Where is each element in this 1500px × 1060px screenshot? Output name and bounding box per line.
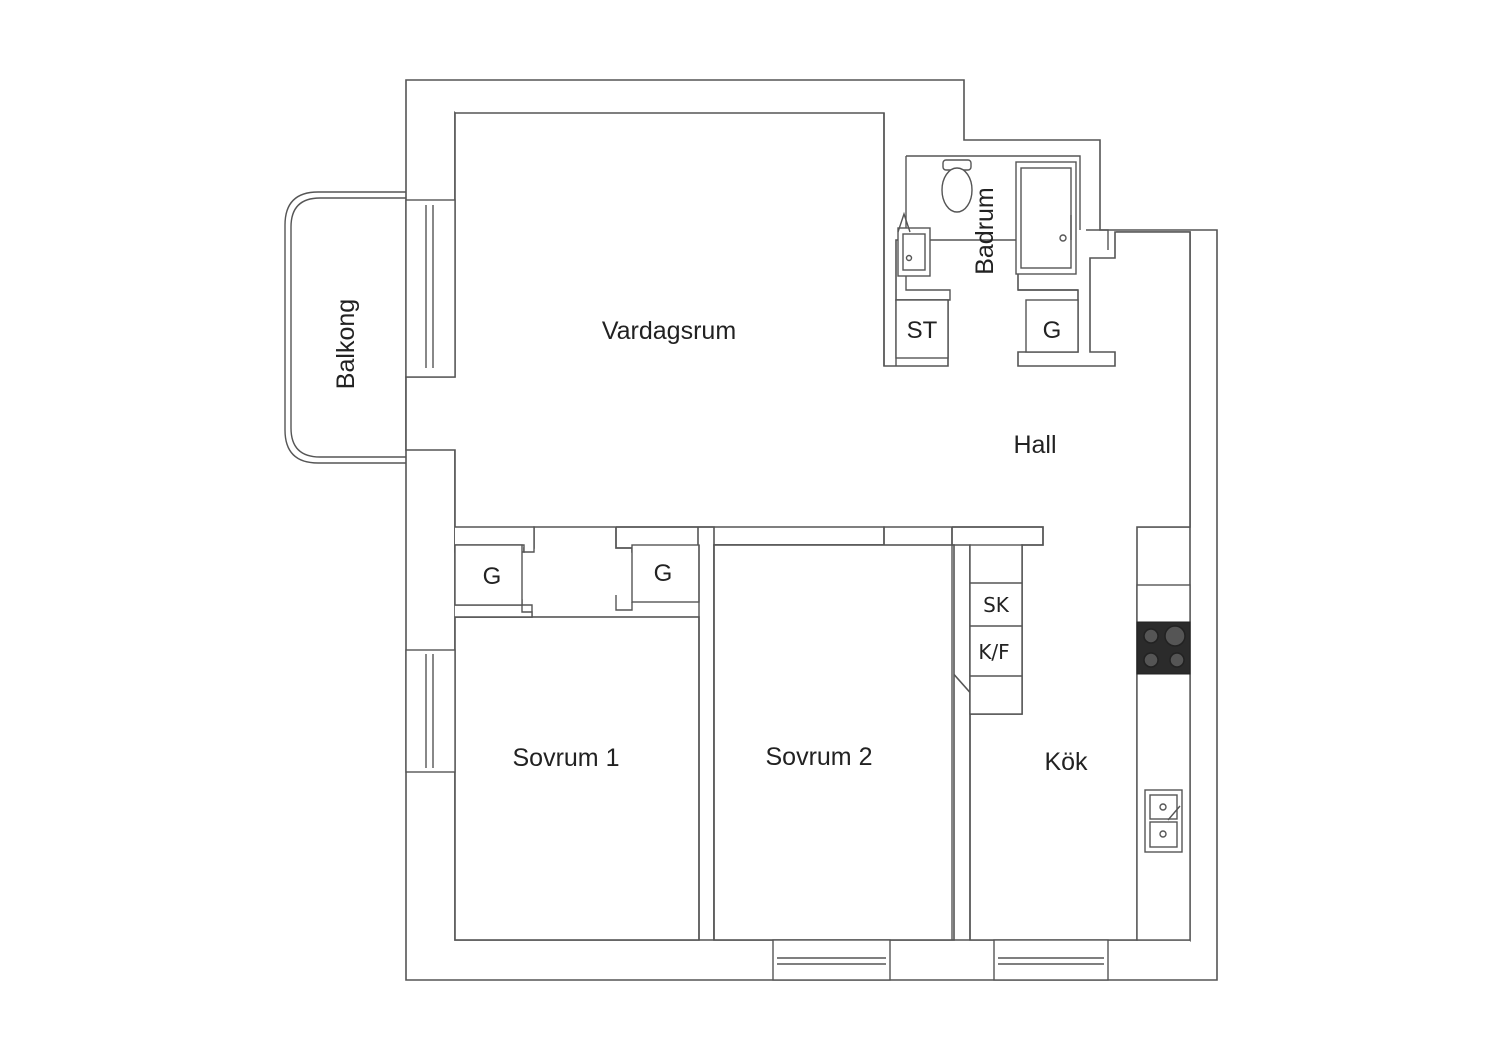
bedroom1-label: Sovrum 1 — [513, 744, 620, 772]
bathtub-icon — [1015, 161, 1077, 275]
bathroom-walls — [883, 113, 1109, 366]
kitchen-cabinets — [969, 544, 1023, 715]
storage-st-label: ST — [907, 317, 938, 344]
kitchen-sk-label: SK — [983, 593, 1010, 617]
burner-icon — [1143, 652, 1159, 668]
window-living — [405, 199, 456, 378]
storage-st-box — [895, 299, 949, 359]
sink-drain — [1159, 830, 1167, 838]
bedroom2-label: Sovrum 2 — [766, 743, 873, 771]
closet-bed2-box — [631, 544, 700, 603]
sink-drain — [1159, 803, 1167, 811]
closet-bed1-box — [454, 544, 523, 606]
toilet-icon — [941, 159, 973, 213]
hall-label: Hall — [1013, 431, 1056, 459]
balcony — [284, 191, 406, 464]
closet-bed2-label: G — [654, 560, 673, 587]
living-room-label: Vardagsrum — [602, 317, 736, 345]
closet-bath-label: G — [1043, 317, 1062, 344]
window-bedroom1 — [405, 649, 456, 773]
window-kitchen — [993, 939, 1109, 981]
burner-icon — [1169, 652, 1185, 668]
window-bedroom2 — [772, 939, 891, 981]
sink-basin — [1149, 794, 1178, 820]
closet-bath-box — [1025, 299, 1079, 353]
closet-bed1-label: G — [483, 563, 502, 590]
burner-icon — [1164, 625, 1186, 647]
kitchen-label: Kök — [1044, 748, 1088, 776]
balcony-inner — [290, 197, 406, 458]
kitchen-kf-label: K/F — [978, 640, 1009, 664]
faucet — [1167, 805, 1181, 821]
bathroom-label: Badrum — [971, 187, 999, 275]
balcony-label: Balkong — [332, 299, 360, 389]
bedroom1-area — [454, 616, 700, 941]
washbasin-icon — [897, 211, 931, 277]
bedroom2-area — [713, 544, 955, 941]
burner-icon — [1143, 628, 1159, 644]
sink-basin — [1149, 821, 1178, 848]
